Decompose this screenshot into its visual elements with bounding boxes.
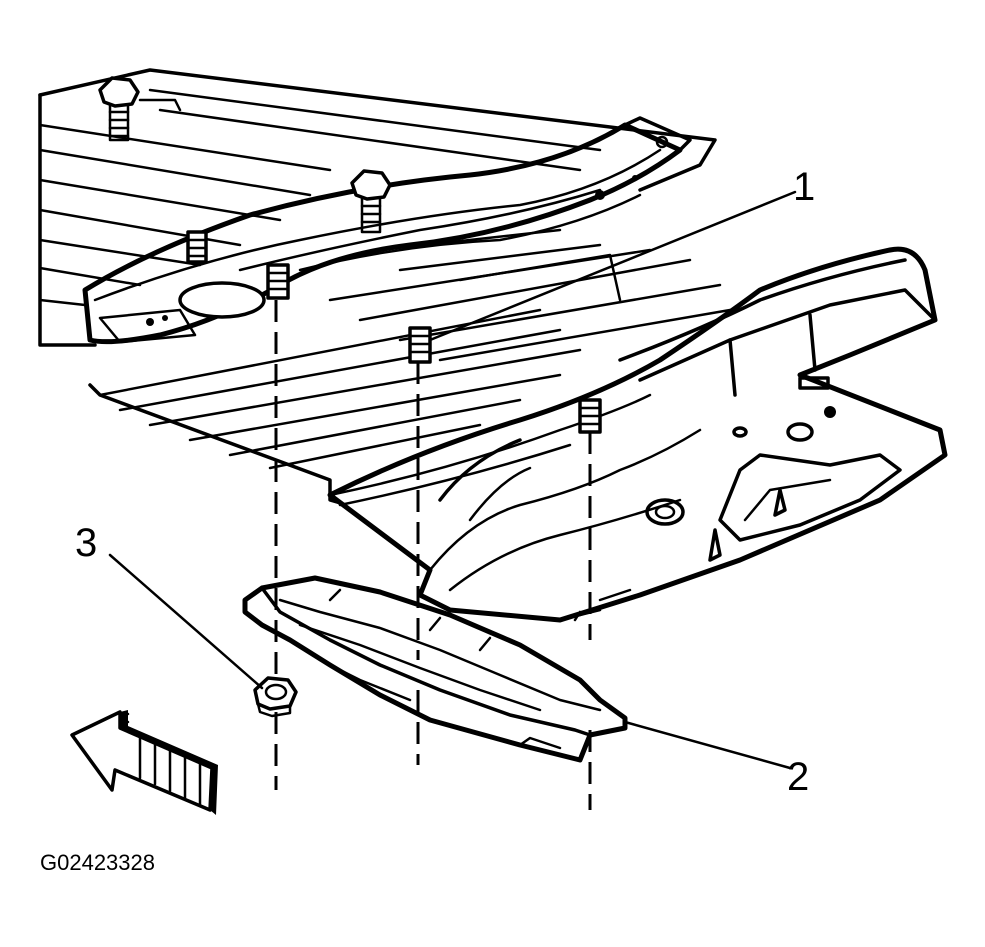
skid-plate — [242, 575, 628, 763]
callout-3: 3 — [75, 521, 97, 565]
leader-lines — [108, 190, 797, 770]
frame-crossmember — [82, 116, 692, 345]
callout-2: 2 — [787, 755, 809, 799]
front-direction-arrow-icon — [70, 710, 218, 815]
alignment-lines — [274, 300, 592, 810]
callout-1: 1 — [793, 165, 815, 209]
nut-icon — [253, 676, 298, 718]
stud-icon — [98, 76, 392, 234]
figure-id: G02423328 — [40, 850, 155, 875]
stud-icon — [186, 230, 602, 434]
frame-rail — [327, 246, 948, 623]
